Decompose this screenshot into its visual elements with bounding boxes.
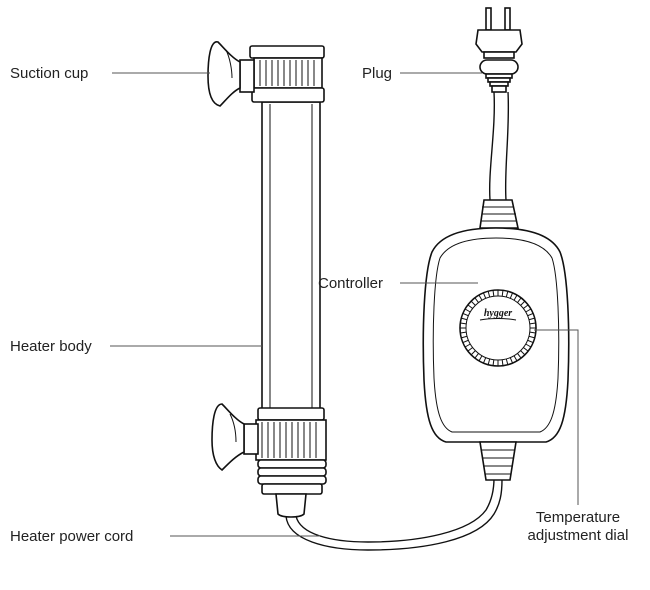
label-controller: Controller xyxy=(318,275,383,292)
dial-tick xyxy=(470,350,476,356)
dial-tick xyxy=(487,291,491,298)
dial-tick xyxy=(478,294,483,301)
dial-tick xyxy=(513,355,518,362)
dial-tick xyxy=(505,358,509,365)
dial-tick xyxy=(461,335,468,339)
dial-tick xyxy=(470,300,476,306)
label-heater-power-cord: Heater power cord xyxy=(10,528,133,545)
suction-cup-bottom xyxy=(211,403,245,472)
dial-tick xyxy=(482,292,487,299)
dial-tick xyxy=(529,331,536,334)
dial-tick xyxy=(513,294,518,301)
suction-cup-top xyxy=(207,41,241,107)
dial-tick xyxy=(460,331,467,334)
dial-tick xyxy=(517,297,522,303)
dial-tick xyxy=(461,317,468,321)
dial-tick xyxy=(525,343,532,348)
brand-logo: hygger xyxy=(484,308,512,319)
top-clamp xyxy=(239,45,325,103)
dial-tick xyxy=(467,347,473,352)
label-temperature-line1: Temperature xyxy=(536,509,620,526)
dial-tick xyxy=(528,335,535,339)
dial-tick xyxy=(520,300,526,306)
dial-tick xyxy=(462,312,469,317)
dial-tick xyxy=(501,359,504,366)
leader-lines xyxy=(110,72,579,537)
label-temperature-line2: adjustment dial xyxy=(528,527,629,544)
temperature-dial: hygger xyxy=(459,289,537,367)
dial-tick xyxy=(517,353,522,359)
dial-tick xyxy=(529,322,536,325)
dial-tick xyxy=(527,339,534,344)
dial-tick xyxy=(492,359,495,366)
dial-tick xyxy=(509,292,514,299)
dial-tick xyxy=(462,339,469,344)
dial-tick xyxy=(509,357,514,364)
dial-tick xyxy=(474,353,479,359)
dial-tick xyxy=(482,357,487,364)
dial-tick xyxy=(520,350,526,356)
dial-tick xyxy=(528,317,535,321)
dial-tick xyxy=(464,308,471,313)
heater-body xyxy=(261,101,321,415)
dial-tick xyxy=(505,291,509,298)
dial-tick xyxy=(492,290,495,297)
dial-tick xyxy=(501,290,504,297)
dial-tick xyxy=(474,297,479,303)
dial-tick xyxy=(464,343,471,348)
dial-tick xyxy=(478,355,483,362)
dial-tick xyxy=(523,304,529,309)
label-suction-cup: Suction cup xyxy=(10,65,88,82)
dial-tick xyxy=(523,347,529,352)
bottom-clamp xyxy=(243,407,327,518)
dial-tick xyxy=(487,358,491,365)
label-heater-body: Heater body xyxy=(10,338,92,355)
labels: Suction cup Plug Controller Heater body … xyxy=(10,65,628,545)
plug-icon xyxy=(475,7,523,93)
dial-tick xyxy=(527,312,534,317)
dial-tick xyxy=(460,322,467,325)
label-plug: Plug xyxy=(362,65,392,82)
dial-tick xyxy=(467,304,473,309)
dial-tick xyxy=(525,308,532,313)
